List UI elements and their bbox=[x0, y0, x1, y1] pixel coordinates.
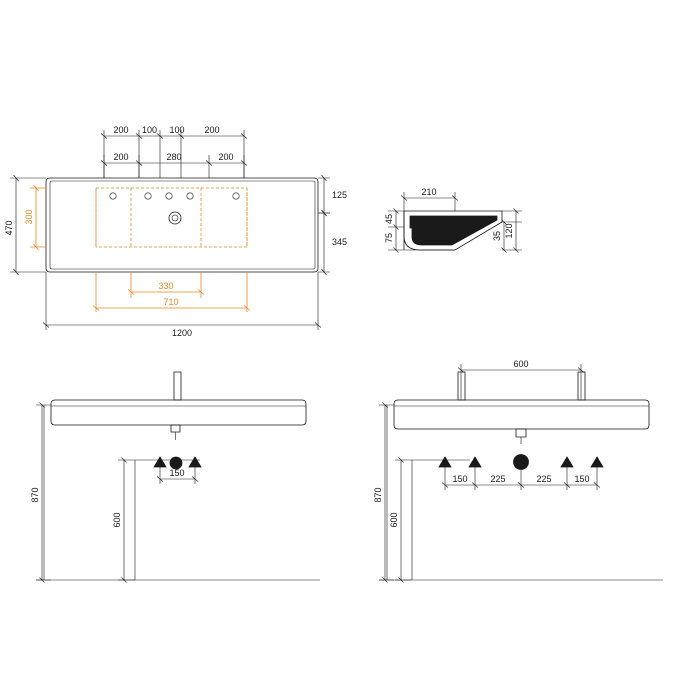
dim-left-470: 470 bbox=[4, 220, 14, 235]
dim-ext-front-left-600 bbox=[118, 459, 135, 581]
dim-ext-top-row2 bbox=[103, 155, 245, 178]
side-profile-inner bbox=[409, 215, 498, 246]
dim-ext-bottom-330 bbox=[130, 272, 202, 298]
drain-inner bbox=[171, 214, 179, 222]
dim-front-right-600top: 600 bbox=[513, 359, 528, 369]
dim-ext-bottom-1200 bbox=[45, 272, 319, 330]
tap-hole-5 bbox=[232, 192, 240, 200]
dim-bottom-330: 330 bbox=[158, 281, 173, 291]
dim-ticks-side-35 bbox=[501, 219, 507, 253]
top-view-group: 200 100 100 200 200 280 200 470 300 bbox=[4, 125, 347, 338]
dim-ext-front-left-150 bbox=[159, 467, 196, 484]
dim-ext-front-right-870 bbox=[379, 404, 394, 581]
dim-ticks-front-left-870 bbox=[39, 402, 45, 583]
dim-right-345: 345 bbox=[332, 237, 347, 247]
bowl-dashed-outline bbox=[95, 187, 248, 248]
dim-side-120: 120 bbox=[504, 223, 514, 238]
dim-ticks-side-210 bbox=[400, 195, 459, 201]
dim-top-r2-1: 200 bbox=[113, 152, 128, 162]
connection-symbol-r-drain bbox=[513, 454, 529, 470]
dim-front-right-150b: 150 bbox=[574, 474, 589, 484]
front-right-tap-2 bbox=[577, 371, 586, 401]
dim-ticks-left-300 bbox=[33, 184, 39, 251]
dim-front-right-225b: 225 bbox=[536, 474, 551, 484]
dim-top-r2-3: 200 bbox=[218, 152, 233, 162]
connection-symbol-r4 bbox=[590, 456, 604, 468]
dim-front-right-150a: 150 bbox=[452, 474, 467, 484]
dim-ext-side-210 bbox=[403, 192, 456, 211]
dim-top-r1-2: 100 bbox=[142, 125, 157, 135]
dim-ticks-front-left-150 bbox=[156, 476, 199, 482]
dim-ext-top-row1 bbox=[103, 130, 245, 178]
basin-outline bbox=[45, 177, 319, 273]
dim-front-right-870: 870 bbox=[373, 487, 383, 502]
dim-ext-left-300 bbox=[30, 187, 46, 248]
dim-ext-front-right-600 bbox=[395, 459, 412, 581]
dim-front-right-600: 600 bbox=[389, 512, 399, 527]
dim-ticks-right-345 bbox=[321, 209, 327, 276]
dim-front-left-600: 600 bbox=[112, 512, 122, 527]
front-left-basin bbox=[50, 399, 307, 426]
dim-ticks-front-right-870 bbox=[382, 402, 388, 583]
dim-side-45: 45 bbox=[384, 214, 394, 224]
dim-front-right-225a: 225 bbox=[490, 474, 505, 484]
dim-top-r2-2: 280 bbox=[166, 152, 181, 162]
front-right-drain bbox=[515, 428, 527, 438]
dim-bottom-1200: 1200 bbox=[172, 328, 192, 338]
dim-ext-front-left-870 bbox=[36, 404, 51, 581]
dim-left-300: 300 bbox=[24, 209, 34, 224]
dim-ticks-bottom-710 bbox=[92, 305, 251, 311]
tap-hole-4 bbox=[186, 192, 194, 200]
front-view-single-group: 870 600 150 bbox=[30, 371, 320, 583]
dim-ext-front-right-chain bbox=[444, 467, 598, 490]
connection-symbol-2 bbox=[188, 456, 202, 468]
dim-ticks-left-470 bbox=[13, 174, 19, 276]
front-left-tap bbox=[173, 371, 182, 401]
dim-side-35: 35 bbox=[492, 231, 502, 241]
front-right-basin bbox=[393, 399, 650, 430]
tap-hole-3 bbox=[165, 192, 173, 200]
connection-symbol-r3 bbox=[560, 456, 574, 468]
dim-ticks-front-right-600top bbox=[457, 367, 585, 373]
front-left-drain bbox=[170, 424, 181, 433]
dim-ticks-bottom-330 bbox=[127, 289, 205, 295]
tap-hole-2 bbox=[144, 192, 152, 200]
dim-side-210: 210 bbox=[421, 187, 436, 197]
dim-front-left-150: 150 bbox=[169, 468, 184, 478]
dim-ticks-top-row2 bbox=[100, 160, 248, 166]
connection-symbol-r2 bbox=[468, 456, 482, 468]
dim-ticks-front-right-600 bbox=[398, 457, 404, 583]
dim-top-r1-3: 100 bbox=[169, 125, 184, 135]
dim-ext-bottom-710 bbox=[95, 272, 248, 312]
dim-ticks-front-left-600 bbox=[121, 457, 127, 583]
dim-right-125: 125 bbox=[332, 190, 347, 200]
dim-ticks-side-left bbox=[393, 208, 399, 253]
connection-symbol-r1 bbox=[438, 456, 452, 468]
dim-ext-side-right bbox=[502, 210, 522, 251]
dim-top-r1-1: 200 bbox=[113, 125, 128, 135]
dim-ticks-front-right-chain bbox=[441, 482, 601, 488]
bowl-dashed-dividers bbox=[95, 188, 248, 247]
dim-side-75: 75 bbox=[384, 233, 394, 243]
dim-bottom-710: 710 bbox=[163, 297, 178, 307]
front-right-tap-1 bbox=[457, 371, 466, 401]
tap-hole-1 bbox=[109, 192, 117, 200]
connection-symbol-1 bbox=[153, 456, 167, 468]
basin-inner-lip bbox=[49, 180, 316, 270]
side-view-group: 210 45 75 35 120 bbox=[384, 187, 522, 253]
front-view-double-group: 600 870 600 150 225 225 150 bbox=[373, 359, 663, 583]
drain-outer bbox=[168, 211, 182, 225]
dim-ticks-bottom-1200 bbox=[42, 322, 322, 328]
dim-top-r1-4: 200 bbox=[204, 125, 219, 135]
dim-ticks-top-row1 bbox=[100, 133, 248, 139]
dim-front-left-870: 870 bbox=[30, 487, 40, 502]
dim-ext-front-right-600top bbox=[460, 364, 582, 400]
dim-ticks-side-120 bbox=[513, 208, 519, 253]
